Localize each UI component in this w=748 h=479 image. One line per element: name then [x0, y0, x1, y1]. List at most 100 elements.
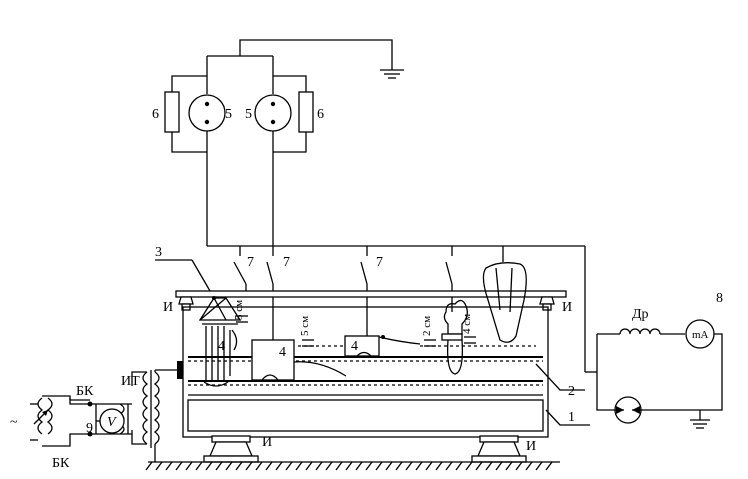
- isolation-transformer: [131, 369, 180, 462]
- floor-hatch: [365, 461, 373, 471]
- insulator-bottom-right: [471, 435, 527, 463]
- floor-hatch: [285, 461, 293, 471]
- insulator-top-right: [539, 296, 555, 311]
- floor-hatch: [255, 461, 263, 471]
- label-circuit-num: 8: [716, 291, 723, 306]
- label-ac-source: ~: [10, 415, 18, 430]
- choke: [619, 328, 661, 335]
- floor: [145, 461, 560, 471]
- floor-hatch: [165, 461, 173, 471]
- bath: [177, 306, 590, 438]
- floor-hatch: [275, 461, 283, 471]
- floor-hatch: [195, 461, 203, 471]
- label-bath: 1: [568, 410, 575, 425]
- floor-hatch: [505, 461, 513, 471]
- label-electrode-c: 7: [376, 255, 383, 270]
- floor-hatch: [145, 461, 153, 471]
- label-head-a: 4: [218, 339, 225, 354]
- label-head-b: 4: [279, 345, 286, 360]
- voltmeter-branch: [87, 401, 132, 437]
- floor-hatch: [155, 461, 163, 471]
- switches: [233, 261, 453, 343]
- floor-hatch: [205, 461, 213, 471]
- supply: [30, 395, 90, 447]
- label-milliammeter: mA: [692, 329, 709, 341]
- label-lamp-right: 5: [245, 107, 252, 122]
- floor-hatch: [235, 461, 243, 471]
- main-bus: [207, 245, 597, 373]
- floor-hatch: [385, 461, 393, 471]
- floor-hatch: [265, 461, 273, 471]
- label-bk-bottom: БК: [52, 456, 70, 471]
- head-c: [344, 335, 536, 358]
- floor-hatch: [305, 461, 313, 471]
- label-electrode-b: 7: [283, 255, 290, 270]
- floor-hatch: [395, 461, 403, 471]
- label-dim-5cm-a: 5 см: [233, 300, 245, 320]
- label-insulator-top-right: И: [562, 300, 572, 315]
- label-resistor-left: 6: [152, 107, 159, 122]
- label-resistor-right: 6: [317, 107, 324, 122]
- floor-hatch: [355, 461, 363, 471]
- floor-hatch: [495, 461, 503, 471]
- floor-hatch: [535, 461, 543, 471]
- resistor-right: [298, 91, 314, 133]
- floor-hatch: [225, 461, 233, 471]
- floor-hatch: [405, 461, 413, 471]
- boot: [482, 262, 527, 343]
- cover-plate: [155, 259, 567, 298]
- floor-hatch: [485, 461, 493, 471]
- measuring-circuit: [596, 319, 723, 429]
- label-voltmeter: V: [107, 415, 117, 430]
- floor-hatch: [545, 461, 553, 471]
- floor-hatch: [455, 461, 463, 471]
- floor-hatch: [345, 461, 353, 471]
- label-bk-top: БК: [76, 384, 94, 399]
- floor-hatch: [475, 461, 483, 471]
- plug: [441, 299, 468, 375]
- floor-hatch: [525, 461, 533, 471]
- label-cover: 3: [155, 245, 162, 260]
- head-b: [251, 339, 347, 381]
- label-tray: 2: [568, 384, 575, 399]
- floor-hatch: [515, 461, 523, 471]
- floor-hatch: [295, 461, 303, 471]
- floor-hatch: [325, 461, 333, 471]
- label-choke: Др: [632, 307, 649, 322]
- floor-hatch: [445, 461, 453, 471]
- floor-hatch: [465, 461, 473, 471]
- label-dim-5cm-b: 5 см: [299, 316, 311, 336]
- labels: 6 5 5 6 3 7 7 7 4 4 4 5 см 5 см 2 см 4 с…: [10, 107, 723, 471]
- floor-hatch: [315, 461, 323, 471]
- insulator-top-left: [178, 296, 194, 311]
- label-electrode-a: 7: [247, 255, 254, 270]
- lamp-bridge: [164, 55, 314, 246]
- spark-gap: [614, 396, 642, 424]
- floor-hatch: [185, 461, 193, 471]
- floor-hatch: [215, 461, 223, 471]
- dimension-marks: [236, 315, 476, 347]
- label-transformer: ИТ: [121, 374, 140, 389]
- floor-hatch: [435, 461, 443, 471]
- floor-hatch: [245, 461, 253, 471]
- floor-hatch: [175, 461, 183, 471]
- floor-hatch: [375, 461, 383, 471]
- label-insulator-bottom-left: И: [262, 435, 272, 450]
- label-head-c: 4: [351, 339, 358, 354]
- floor-hatch: [415, 461, 423, 471]
- glove: [198, 296, 242, 387]
- insulator-bottom-left: [203, 435, 259, 463]
- top-ground: [239, 39, 404, 79]
- label-dim-2cm: 2 см: [421, 316, 433, 336]
- label-insulator-bottom-right: И: [526, 439, 536, 454]
- label-voltmeter-num: 9: [86, 421, 93, 436]
- label-dim-4cm: 4 см: [461, 314, 473, 334]
- label-insulator-top-left: И: [163, 300, 173, 315]
- resistor-left: [164, 91, 180, 133]
- label-lamp-left: 5: [225, 107, 232, 122]
- floor-hatch: [335, 461, 343, 471]
- lamp-right: [254, 94, 292, 132]
- floor-hatch: [425, 461, 433, 471]
